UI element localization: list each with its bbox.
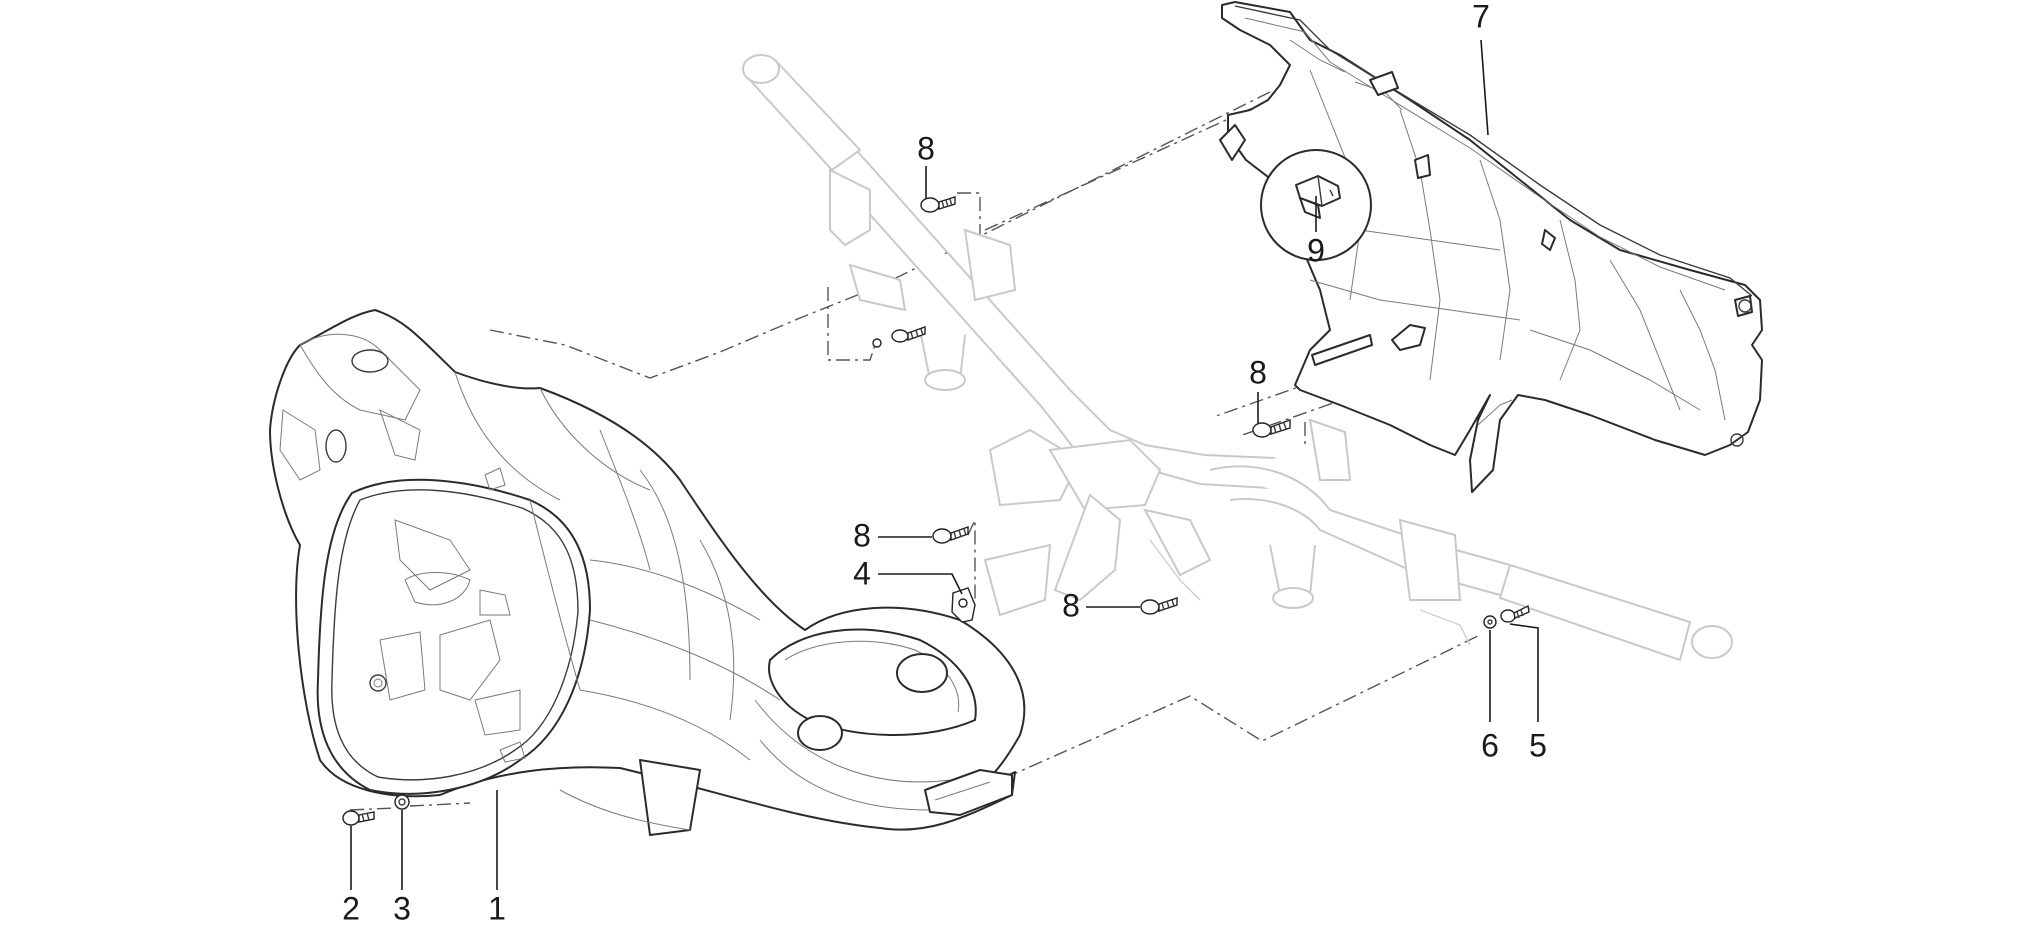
part-label-8-right: 8 xyxy=(1249,354,1267,390)
front-handlebar-cover xyxy=(269,309,1026,836)
part-label-1: 1 xyxy=(488,890,506,926)
part-label-8-lower: 8 xyxy=(1062,587,1080,623)
leader-lines xyxy=(350,39,1539,890)
handlebar-ghost xyxy=(742,54,1733,662)
part-label-8-top: 8 xyxy=(917,130,935,166)
part-number-labels: 8 7 9 8 8 4 8 6 5 2 3 1 xyxy=(342,0,1547,926)
screw-5 xyxy=(1500,604,1530,623)
part-label-8-middle: 8 xyxy=(853,517,871,553)
part-label-6: 6 xyxy=(1481,727,1499,763)
part-label-5: 5 xyxy=(1529,727,1547,763)
screw-2 xyxy=(342,810,375,826)
screw-8-middle xyxy=(932,526,969,544)
clip-4 xyxy=(951,587,976,623)
washer-6 xyxy=(1483,615,1497,629)
rear-handlebar-cover xyxy=(1219,1,1763,493)
screw-bracket-left xyxy=(872,326,926,348)
screw-8-right xyxy=(1252,418,1291,438)
part-label-4: 4 xyxy=(853,555,871,591)
hardware xyxy=(342,196,1530,826)
part-label-2: 2 xyxy=(342,890,360,926)
part-label-7: 7 xyxy=(1472,0,1490,34)
screw-8-top xyxy=(920,196,956,213)
washer-3 xyxy=(394,794,410,810)
part-label-9: 9 xyxy=(1307,232,1325,268)
screw-8-lower xyxy=(1140,597,1178,615)
part-label-3: 3 xyxy=(393,890,411,926)
